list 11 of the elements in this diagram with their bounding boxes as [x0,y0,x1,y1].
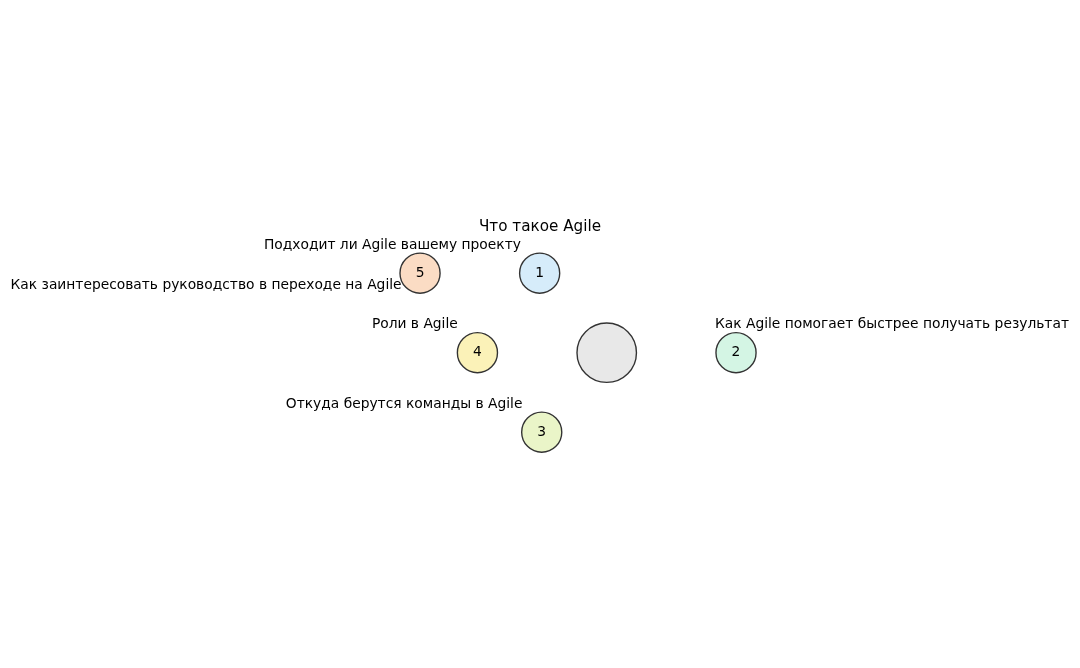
diagram-title: Что такое Agile [478,216,602,235]
node-label: Как Agile помогает быстрее получать результат [714,315,1069,332]
node-label: Откуда берутся команды в Agile [285,394,523,411]
node-circle: 3 [521,411,563,453]
node-label: Роли в Agile [371,315,458,332]
node-label: Как заинтересовать руководство в переходе на Agile [10,276,402,293]
node-circle: 4 [456,331,499,374]
node-label: Подходит ли Agile вашему проекту [263,235,521,252]
node-circle [576,322,638,384]
node-circle: 1 [518,252,561,294]
node-circle: 2 [715,331,757,374]
